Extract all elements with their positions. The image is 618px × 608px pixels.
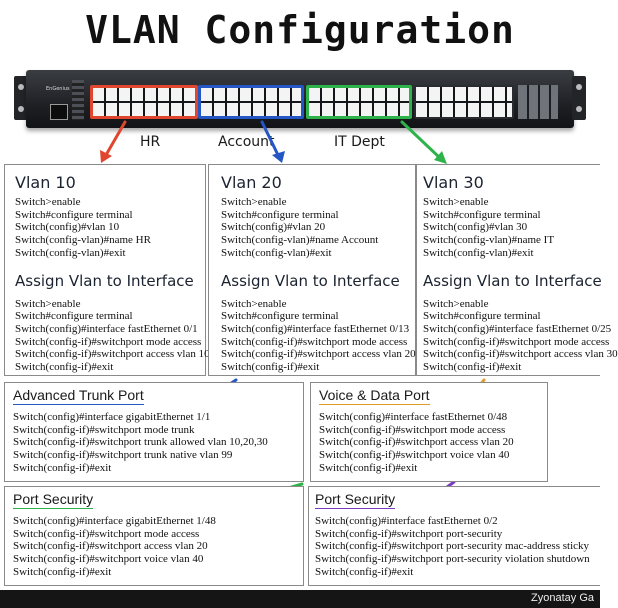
command-line: Switch(config-if)#exit bbox=[423, 361, 522, 374]
port-group-account bbox=[198, 85, 304, 119]
command-line: Switch(config-vlan)#exit bbox=[423, 246, 534, 259]
command-line: Switch>enable bbox=[15, 196, 81, 208]
voice-heading: Voice & Data Port bbox=[319, 387, 430, 405]
vlan10-assign-heading: Assign Vlan to Interface bbox=[15, 271, 194, 290]
command-line: Switch(config-if)#switchport mode trunk bbox=[13, 423, 195, 436]
command-line: Switch(config-if)#switchport voice vlan … bbox=[13, 553, 204, 566]
command-line: Switch(config)#interface gigabitEthernet… bbox=[13, 411, 211, 423]
vlan20-panel: Vlan 20 Switch>enable Switch#configure t… bbox=[208, 164, 416, 376]
command-line: Switch>enable bbox=[221, 297, 287, 310]
label-it-dept: IT Dept bbox=[334, 134, 385, 150]
command-line: Switch(config)#vlan 10 bbox=[15, 221, 120, 234]
command-line: Switch>enable bbox=[423, 297, 489, 310]
command-line: Switch(config-if)#switchport trunk nativ… bbox=[13, 449, 233, 462]
vlan20-assign-heading: Assign Vlan to Interface bbox=[221, 271, 400, 290]
network-switch: EnGenius bbox=[14, 68, 586, 132]
command-line: Switch(config-vlan)#name IT bbox=[423, 234, 555, 247]
command-line: Switch(config-if)#switchport mode access bbox=[221, 335, 408, 348]
command-line: Switch(config)#interface fastEthernet 0/… bbox=[221, 322, 410, 335]
command-line: Switch(config-vlan)#name Account bbox=[221, 234, 379, 247]
command-line: Switch(config-if)#switchport mode access bbox=[319, 423, 506, 436]
command-line: Switch#configure terminal bbox=[15, 310, 133, 323]
command-line: Switch(config)#interface fastEthernet 0/… bbox=[315, 515, 498, 527]
command-line: Switch#configure terminal bbox=[423, 208, 541, 221]
command-line: Switch(config)#interface gigabitEthernet… bbox=[13, 515, 216, 527]
vlan10-heading: Vlan 10 bbox=[15, 173, 76, 192]
command-line: Switch(config-if)#switchport access vlan… bbox=[319, 436, 514, 449]
command-line: Switch(config-if)#switchport trunk allow… bbox=[13, 436, 268, 449]
command-line: Switch(config-if)#exit bbox=[221, 361, 320, 374]
trunk-heading: Advanced Trunk Port bbox=[13, 387, 144, 405]
command-line: Switch(config-vlan)#exit bbox=[221, 246, 332, 259]
command-line: Switch(config-if)#switchport mode access bbox=[13, 527, 200, 540]
command-line: Switch(config-if)#switchport mode access bbox=[15, 335, 202, 348]
command-line: Switch(config)#interface fastEthernet 0/… bbox=[15, 322, 198, 335]
command-line: Switch(config-if)#switchport access vlan… bbox=[221, 348, 416, 361]
command-line: Switch(config-if)#switchport port-securi… bbox=[315, 553, 590, 566]
status-leds bbox=[72, 80, 84, 120]
footer-bar: Zyonatay Ga bbox=[0, 590, 600, 608]
vlan30-heading: Vlan 30 bbox=[423, 173, 484, 192]
command-line: Switch#configure terminal bbox=[221, 310, 339, 323]
footer-credit: Zyonatay Ga bbox=[531, 592, 594, 604]
sfp-ports bbox=[518, 85, 558, 119]
command-line: Switch(config-if)#switchport port-securi… bbox=[315, 540, 590, 553]
command-line: Switch#configure terminal bbox=[423, 310, 541, 323]
command-line: Switch>enable bbox=[423, 196, 489, 208]
port-group-other bbox=[414, 85, 514, 119]
port-group-it bbox=[306, 85, 412, 119]
label-account: Account bbox=[218, 134, 275, 150]
vlan30-assign-heading: Assign Vlan to Interface bbox=[423, 271, 602, 290]
vlan30-panel: Vlan 30 Switch>enable Switch#configure t… bbox=[416, 164, 618, 376]
command-line: Switch(config-if)#exit bbox=[315, 565, 414, 578]
rack-ear-left bbox=[14, 76, 28, 120]
command-line: Switch(config-if)#exit bbox=[13, 565, 112, 578]
arrow-it bbox=[400, 120, 442, 160]
command-line: Switch(config)#interface fastEthernet 0/… bbox=[319, 411, 508, 423]
label-hr: HR bbox=[140, 134, 161, 150]
vlan10-panel: Vlan 10 Switch>enable Switch#configure t… bbox=[4, 164, 210, 376]
command-line: Switch(config-if)#switchport access vlan… bbox=[423, 348, 618, 361]
command-line: Switch>enable bbox=[15, 297, 81, 310]
command-line: Switch#configure terminal bbox=[221, 208, 339, 221]
command-line: Switch(config)#vlan 30 bbox=[423, 221, 528, 234]
command-line: Switch(config-vlan)#name HR bbox=[15, 234, 151, 247]
command-line: Switch(config-if)#exit bbox=[13, 461, 112, 474]
arrowhead-it bbox=[434, 151, 447, 164]
voice-panel: Voice & Data Port Switch(config)#interfa… bbox=[310, 382, 548, 482]
port-group-hr bbox=[90, 85, 198, 119]
arrowhead-hr bbox=[100, 150, 112, 163]
arrow-hr bbox=[104, 120, 127, 157]
command-line: Switch(config-if)#switchport access vlan… bbox=[15, 348, 210, 361]
vlan20-heading: Vlan 20 bbox=[221, 173, 282, 192]
security1-panel: Port Security Switch(config)#interface g… bbox=[4, 486, 304, 586]
command-line: Switch(config-vlan)#exit bbox=[15, 246, 126, 259]
command-line: Switch(config-if)#switchport mode access bbox=[423, 335, 610, 348]
security1-heading: Port Security bbox=[13, 491, 94, 509]
management-port bbox=[50, 104, 68, 120]
command-line: Switch(config-if)#switchport port-securi… bbox=[315, 527, 503, 540]
security2-heading: Port Security bbox=[315, 491, 396, 509]
command-line: Switch(config-if)#switchport voice vlan … bbox=[319, 449, 510, 462]
rack-ear-right bbox=[572, 76, 586, 120]
command-line: Switch(config-if)#switchport access vlan… bbox=[13, 540, 208, 553]
command-line: Switch(config)#vlan 20 bbox=[221, 221, 326, 234]
trunk-panel: Advanced Trunk Port Switch(config)#inter… bbox=[4, 382, 304, 482]
command-line: Switch(config-if)#exit bbox=[15, 361, 114, 374]
arrowhead-account bbox=[272, 151, 285, 163]
command-line: Switch(config-if)#exit bbox=[319, 461, 418, 474]
command-line: Switch(config)#interface fastEthernet 0/… bbox=[423, 322, 612, 335]
arrow-account bbox=[260, 120, 280, 157]
switch-brand: EnGenius bbox=[46, 86, 70, 92]
command-line: Switch>enable bbox=[221, 196, 287, 208]
security2-panel: Port Security Switch(config)#interface f… bbox=[308, 486, 600, 586]
command-line: Switch#configure terminal bbox=[15, 208, 133, 221]
page-title: VLAN Configuration bbox=[85, 8, 515, 52]
